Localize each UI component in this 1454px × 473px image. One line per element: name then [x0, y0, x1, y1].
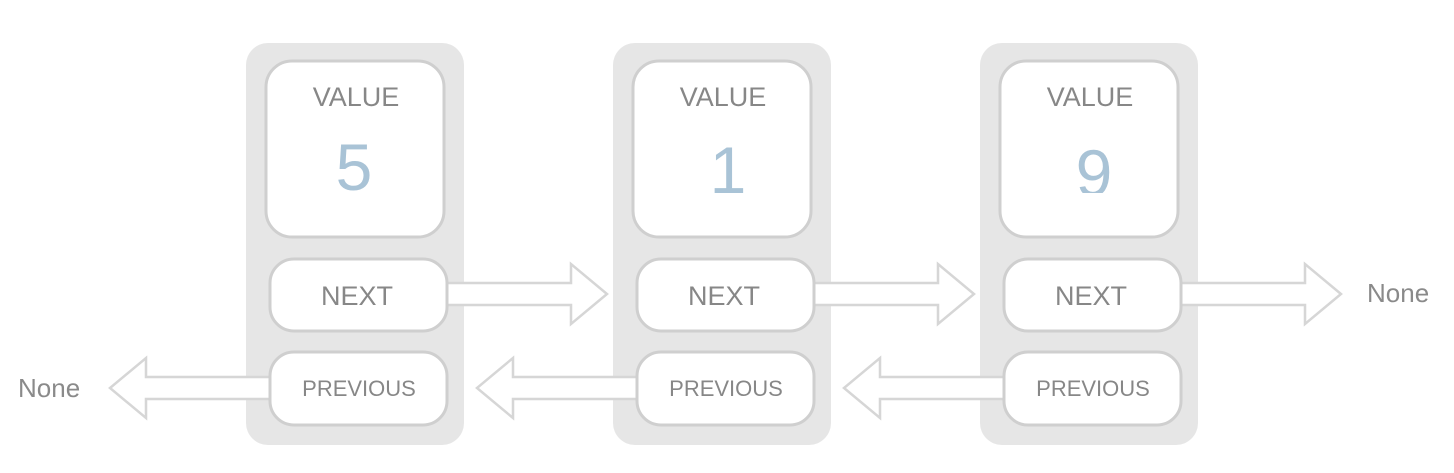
- node-1-next-label: NEXT: [688, 281, 760, 311]
- node-1-value-box: [631, 59, 813, 239]
- node-1-previous-label: PREVIOUS: [669, 376, 783, 401]
- node-2-previous-box: [1002, 350, 1183, 427]
- node-2-previous-label: PREVIOUS: [1036, 376, 1150, 401]
- node-0-previous-label: PREVIOUS: [302, 376, 416, 401]
- next-arrow-1: [790, 261, 976, 327]
- node-1-value: 1: [710, 133, 747, 207]
- previous-arrow-2: [842, 355, 1026, 421]
- node-1-next-box: [635, 257, 816, 333]
- next-terminal-none: None: [1367, 278, 1429, 308]
- node-2-next-box: [1002, 257, 1183, 333]
- previous-arrow-1: [475, 355, 659, 421]
- node-0-value-label: VALUE: [313, 82, 400, 112]
- node-2-next-label: NEXT: [1055, 281, 1127, 311]
- node-0-next-label: NEXT: [321, 281, 393, 311]
- previous-terminal-none: None: [18, 373, 80, 403]
- previous-arrow-0: [108, 355, 292, 421]
- node-0-previous-box: [268, 350, 449, 427]
- next-arrow-0: [423, 261, 609, 327]
- node-0-value-box: [264, 59, 446, 239]
- node-0-value: 5: [336, 130, 373, 204]
- next-arrow-2: [1157, 261, 1343, 327]
- node-2-value-box: [998, 59, 1180, 239]
- node-1-value-label: VALUE: [680, 82, 767, 112]
- node-2-value-label: VALUE: [1047, 82, 1134, 112]
- node-1-previous-box: [635, 350, 816, 427]
- node-0-next-box: [268, 257, 449, 333]
- node-2-value-mask: [1068, 193, 1118, 207]
